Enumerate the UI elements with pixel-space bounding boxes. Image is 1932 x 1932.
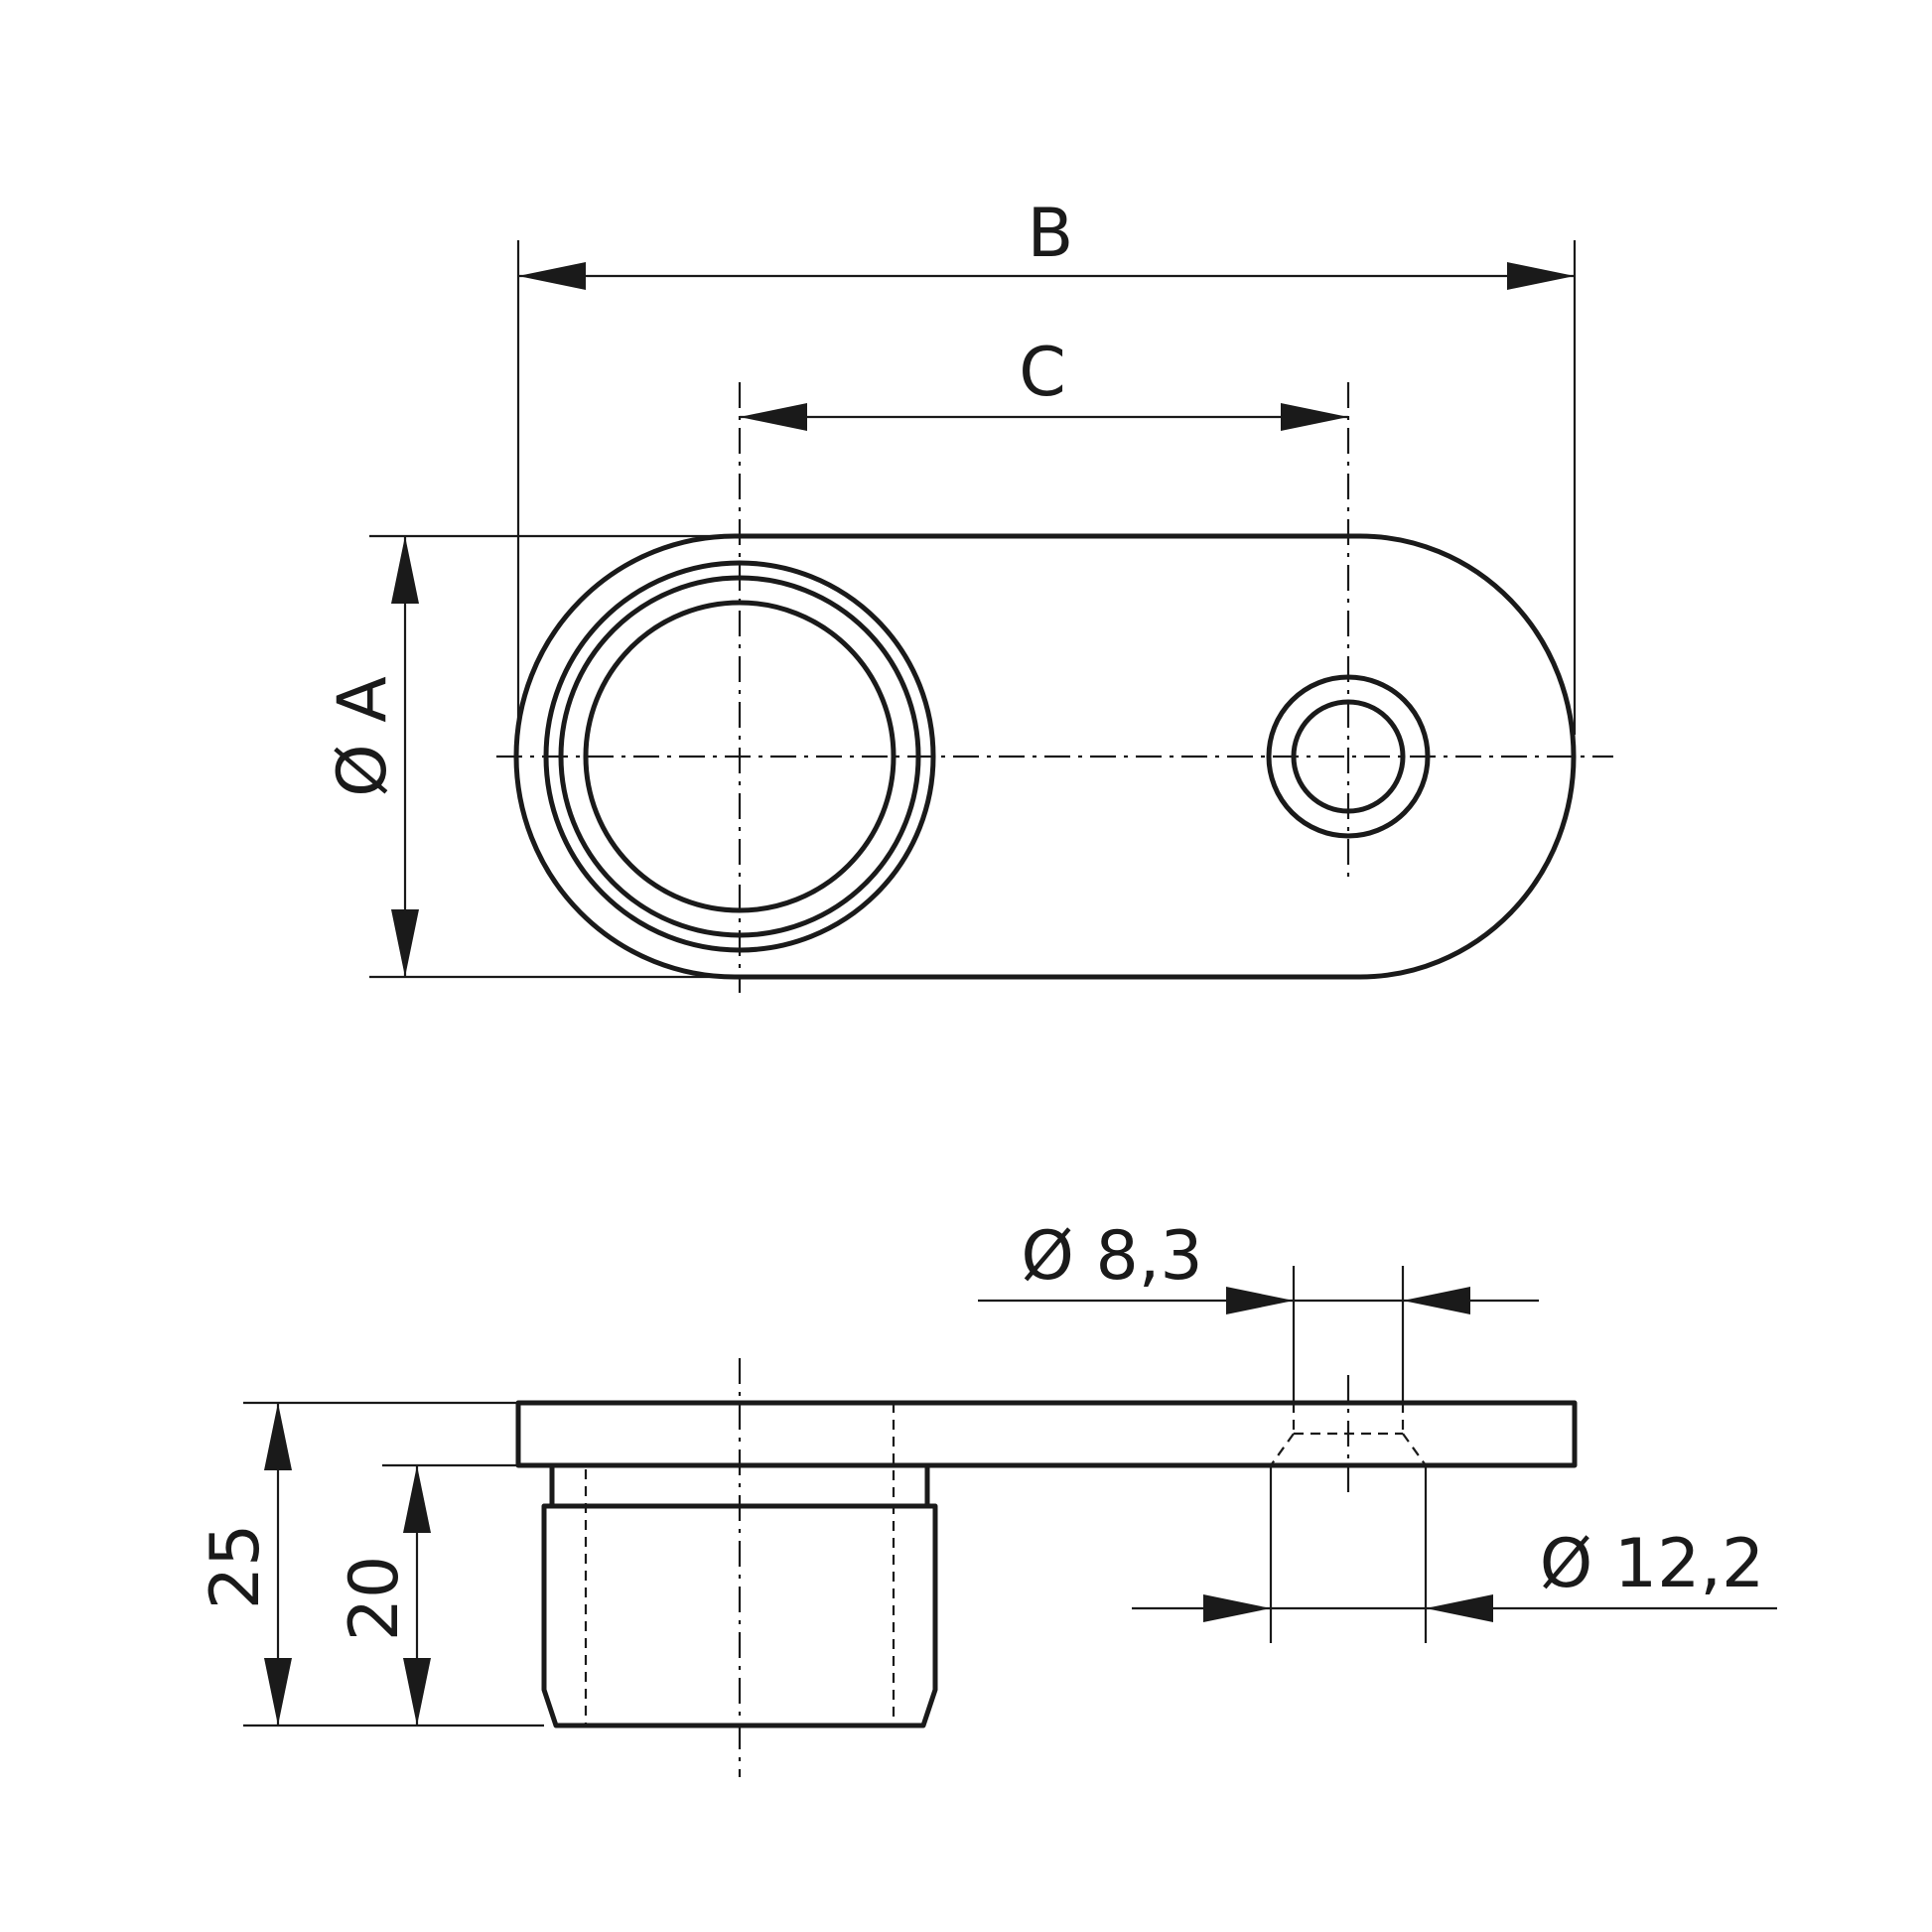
side-spigot-body	[541, 1503, 938, 1728]
side-plate	[515, 1400, 1578, 1468]
dim-hole-arrow-right	[1403, 1287, 1470, 1314]
dim-25-arrow-bottom	[264, 1658, 292, 1725]
dim-a-label: Ø A	[324, 676, 402, 797]
dim-c-label: C	[1019, 334, 1065, 412]
dim-c-arrow-right	[1281, 403, 1348, 431]
top-view: B C Ø A	[324, 195, 1613, 993]
side-view: Ø 8,3 Ø 12,2 25 20	[197, 1217, 1777, 1777]
dim-25-arrow-top	[264, 1403, 292, 1470]
dim-countersink-arrow-left	[1203, 1594, 1271, 1622]
dim-hole-label: Ø 8,3	[1021, 1217, 1202, 1296]
dim-hole-arrow-left	[1226, 1287, 1294, 1314]
dim-20-label: 20	[336, 1556, 414, 1642]
dim-20-arrow-bottom	[403, 1658, 431, 1725]
dim-c-arrow-left	[740, 403, 807, 431]
dim-20-arrow-top	[403, 1465, 431, 1533]
dim-b-arrow-right	[1507, 262, 1575, 290]
dim-a-arrow-bottom	[391, 909, 419, 977]
dim-countersink-label: Ø 12,2	[1540, 1525, 1765, 1603]
dim-25-label: 25	[197, 1524, 275, 1610]
countersink-hidden-left	[1270, 1433, 1295, 1466]
dim-countersink-arrow-right	[1426, 1594, 1493, 1622]
dim-b-arrow-left	[518, 262, 586, 290]
dim-b-label: B	[1028, 195, 1074, 273]
plate-outline	[513, 533, 1577, 980]
dim-a-arrow-top	[391, 536, 419, 604]
countersink-hidden-right	[1402, 1433, 1427, 1466]
